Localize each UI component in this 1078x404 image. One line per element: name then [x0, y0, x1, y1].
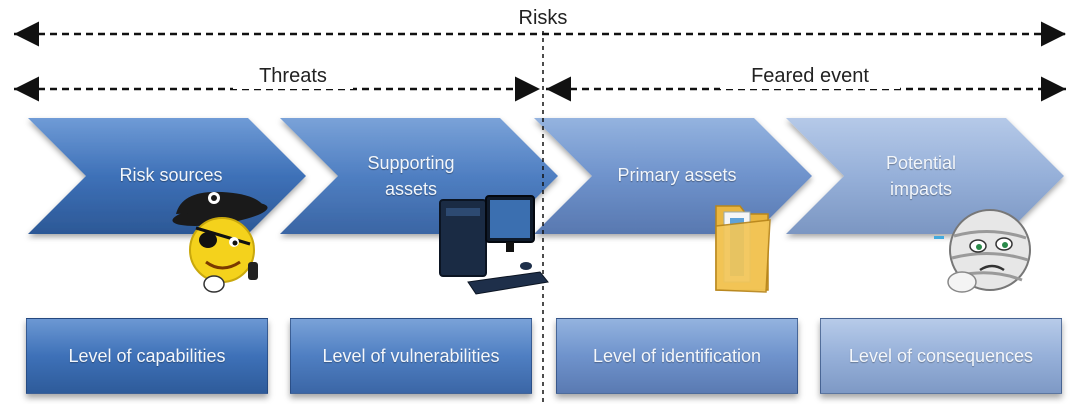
box-label-vulnerabilities: Level of vulnerabilities: [322, 345, 500, 366]
box-level-of-vulnerabilities: Level of vulnerabilities: [290, 318, 532, 394]
box-label-identification: Level of identification: [592, 345, 762, 366]
chevron-label-primary-assets: Primary assets: [617, 165, 737, 185]
box-level-of-consequences: Level of consequences: [820, 318, 1062, 394]
chevron-label-risk-sources: Risk sources: [119, 165, 223, 185]
chevron-primary-assets: [534, 118, 812, 234]
chevron-label-supporting-assets: Supporting assets: [367, 153, 455, 199]
box-label-capabilities: Level of capabilities: [68, 345, 226, 366]
box-level-of-capabilities: Level of capabilities: [26, 318, 268, 394]
risks-label: Risks: [493, 5, 593, 31]
chevron-potential-impacts: [786, 118, 1064, 234]
mummy-icon: [934, 209, 1031, 293]
threats-label: Threats: [233, 63, 353, 89]
feared-event-label: Feared event: [720, 63, 900, 89]
chevron-label-potential-impacts: Potential impacts: [885, 153, 957, 199]
pirate-smiley-icon: [172, 191, 268, 293]
folder-icon: [715, 205, 771, 293]
box-label-consequences: Level of consequences: [848, 345, 1034, 366]
computer-icon: [439, 195, 549, 295]
box-level-of-identification: Level of identification: [556, 318, 798, 394]
